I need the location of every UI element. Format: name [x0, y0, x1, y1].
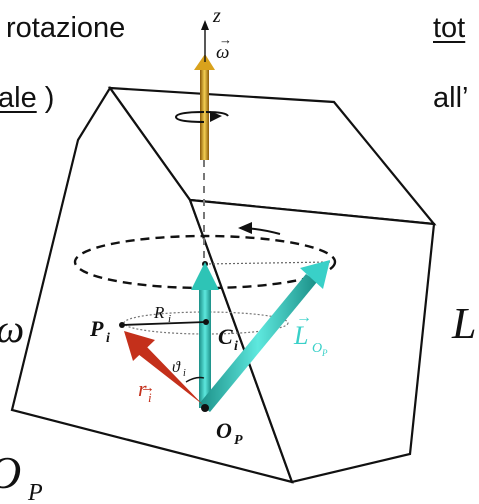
R-i-segment: [121, 321, 207, 326]
svg-text:L: L: [293, 321, 308, 350]
header-left-line1: rotazione: [6, 12, 126, 44]
svg-text:O: O: [312, 341, 322, 356]
P-i-dot: [119, 322, 125, 328]
svg-text:i: i: [234, 339, 238, 354]
svg-text:→: →: [140, 380, 155, 396]
header-left-underlined: ale: [0, 82, 37, 114]
C-i-label: C i: [218, 324, 238, 354]
svg-text:O: O: [216, 418, 232, 443]
svg-text:R: R: [153, 303, 165, 322]
header-left-line2: ale ): [0, 84, 54, 113]
rotation-loop-icon: [174, 111, 229, 123]
L-O-P-label: → L O P: [293, 309, 328, 358]
r-i-label: → r i: [138, 376, 155, 405]
R-i-label: R i: [153, 303, 171, 325]
C-i-dot: [203, 319, 209, 325]
O-P-dot: [201, 404, 209, 412]
svg-text:ϑ: ϑ: [172, 359, 181, 376]
theta-arc: [185, 376, 205, 383]
header-right-line2: all’: [433, 82, 469, 114]
z-axis-label: z: [212, 5, 221, 27]
theta-i-label: ϑ i: [172, 359, 186, 379]
bottom-O-P-fragment: O P: [0, 447, 43, 504]
svg-text:i: i: [148, 390, 152, 405]
svg-text:r: r: [138, 376, 147, 401]
L-vector: [199, 260, 330, 412]
svg-text:i: i: [183, 368, 186, 379]
omega-vector-label: ω: [216, 42, 229, 63]
svg-text:P: P: [234, 433, 243, 448]
left-omega-fragment: ω: [0, 306, 24, 351]
orbit-top-chord: [204, 261, 331, 265]
svg-text:i: i: [106, 331, 110, 346]
right-L-fragment: L: [451, 299, 476, 348]
omega-vector-arrowmark: →: [219, 32, 232, 47]
P-i-label: P i: [89, 316, 110, 346]
header-right-line1: tot: [433, 12, 466, 44]
O-P-label: O P: [216, 418, 243, 448]
svg-text:C: C: [218, 324, 233, 349]
svg-text:→: →: [296, 309, 312, 326]
orbit-direction-arrow: [238, 222, 281, 235]
r-i-vector: [124, 331, 210, 412]
header-left-tail: ): [36, 82, 55, 114]
svg-text:i: i: [168, 313, 171, 325]
svg-text:P: P: [89, 316, 104, 341]
svg-text:P: P: [27, 480, 43, 504]
svg-text:P: P: [321, 348, 328, 358]
box-right-face: [188, 198, 436, 484]
svg-text:O: O: [0, 447, 21, 498]
omega-axis-arrow: [194, 20, 215, 160]
